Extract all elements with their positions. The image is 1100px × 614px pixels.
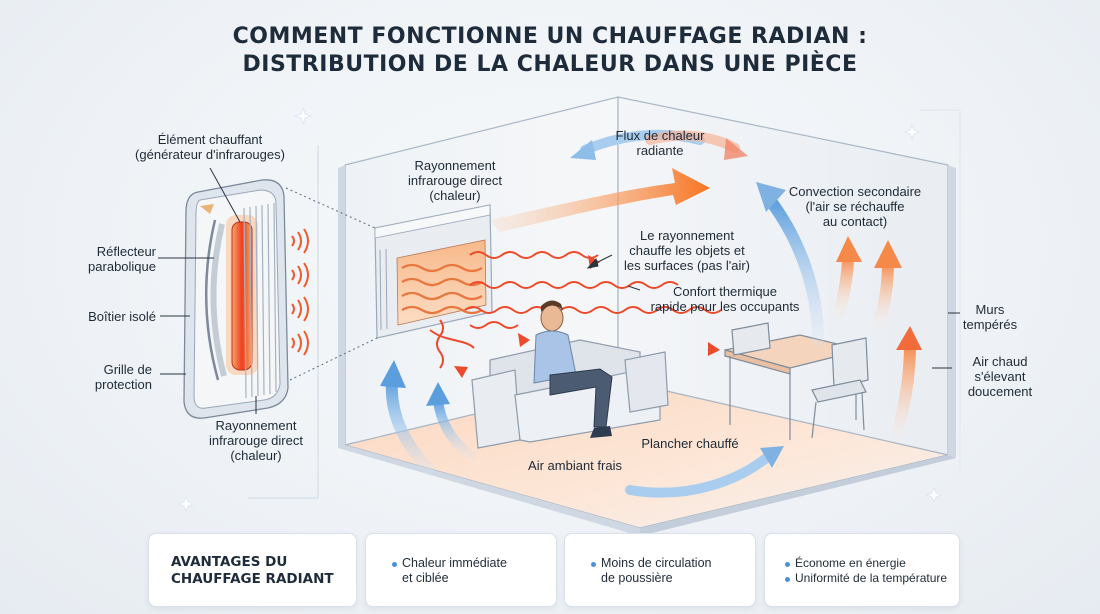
advantage-card-1: Chaleur immédiate et ciblée bbox=[365, 533, 557, 607]
label-walls: Murs tempérés bbox=[955, 302, 1025, 332]
label-thermal-comfort: Confort thermique rapide pour les occupa… bbox=[632, 284, 818, 314]
label-direct-radiation: Rayonnement infrarouge direct (chaleur) bbox=[385, 158, 525, 203]
advantage-text-2: Moins de circulation de poussière bbox=[601, 556, 711, 586]
advantages-heading: AVANTAGES DU CHAUFFAGE RADIANT bbox=[171, 554, 334, 588]
label-secondary-convection: Convection secondaire (l'air se réchauff… bbox=[780, 184, 930, 229]
bullet-dot bbox=[785, 562, 790, 567]
label-cool-air: Air ambiant frais bbox=[510, 458, 640, 473]
advantages-heading-card: AVANTAGES DU CHAUFFAGE RADIANT bbox=[148, 533, 357, 607]
bullet-dot bbox=[392, 562, 397, 567]
bullet-dot bbox=[785, 577, 790, 582]
label-heater-radiation: Rayonnement infrarouge direct (chaleur) bbox=[196, 418, 316, 463]
bullet-dot bbox=[591, 562, 596, 567]
label-heat-flow: Flux de chaleur radiante bbox=[600, 128, 720, 158]
advantage-card-3: Économe en énergie Uniformité de la temp… bbox=[764, 533, 960, 607]
label-warm-air: Air chaud s'élevant doucement bbox=[960, 354, 1040, 399]
advantage-card-2: Moins de circulation de poussière bbox=[564, 533, 756, 607]
label-grille: Grille de protection bbox=[60, 362, 152, 392]
label-casing: Boîtier isolé bbox=[50, 309, 156, 324]
label-heating-element: Élément chauffant (générateur d'infrarou… bbox=[115, 132, 305, 162]
label-reflector: Réflecteur parabolique bbox=[60, 244, 156, 274]
heater-emission-waves bbox=[292, 229, 308, 355]
label-heated-floor: Plancher chauffé bbox=[630, 436, 750, 451]
label-objects-heated: Le rayonnement chauffe les objets et les… bbox=[614, 228, 760, 273]
advantage-text-3: Économe en énergie Uniformité de la temp… bbox=[795, 556, 947, 586]
advantage-text-1: Chaleur immédiate et ciblée bbox=[402, 556, 507, 586]
